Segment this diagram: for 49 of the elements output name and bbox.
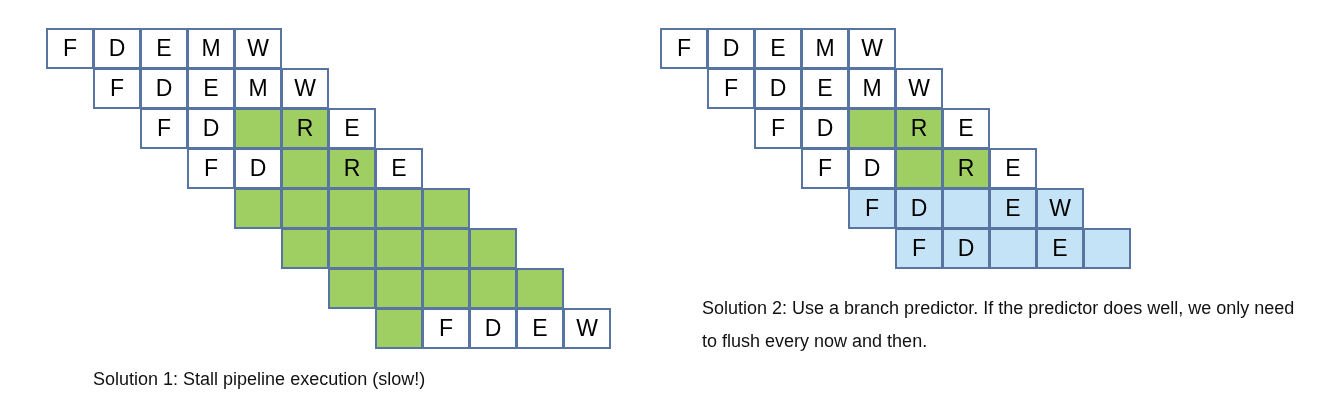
pipeline-stage-cell: W — [848, 28, 896, 69]
pipeline-stage-cell: E — [989, 188, 1037, 229]
pipeline-stage-cell: E — [328, 108, 376, 149]
pipeline-stage-cell: E — [942, 108, 990, 149]
pipeline-stage-cell: R — [328, 148, 376, 189]
pipeline-stage-cell: D — [848, 148, 896, 189]
pipeline-stage-cell: D — [801, 108, 849, 149]
pipeline-stage-cell: F — [46, 28, 94, 69]
pipeline-stage-cell: E — [801, 68, 849, 109]
pipeline-stage-cell: D — [942, 228, 990, 269]
pipeline-stage-cell: F — [422, 308, 470, 349]
pipeline-stage-cell: E — [989, 148, 1037, 189]
pipeline-stage-cell: W — [563, 308, 611, 349]
pipeline-stage-cell: M — [234, 68, 282, 109]
pipeline-stage-cell: E — [375, 148, 423, 189]
pipeline-stage-cell: M — [801, 28, 849, 69]
pipeline-stage-cell: E — [187, 68, 235, 109]
pipeline-stage-cell: R — [281, 108, 329, 149]
pipeline-stage-cell: M — [187, 28, 235, 69]
pipeline-stage-cell: D — [469, 308, 517, 349]
pipeline-stage-cell: D — [140, 68, 188, 109]
pipeline-stage-cell: D — [895, 188, 943, 229]
pipeline-stage-cell: E — [516, 308, 564, 349]
pipeline-stage-cell: F — [660, 28, 708, 69]
pipeline-stage-cell: F — [848, 188, 896, 229]
pipeline-stage-cell: D — [93, 28, 141, 69]
pipeline-stage-cell: F — [93, 68, 141, 109]
pipeline-stage-cell: M — [848, 68, 896, 109]
pipeline-stage-cell: F — [754, 108, 802, 149]
pipeline-stage-cell: W — [1036, 188, 1084, 229]
pipeline-stage-cell: E — [1036, 228, 1084, 269]
pipeline-stage-cell: R — [942, 148, 990, 189]
pipeline-stage-cell: W — [281, 68, 329, 109]
pipeline-stage-cell: F — [140, 108, 188, 149]
pipeline-stage-cell: F — [895, 228, 943, 269]
pipeline-stage-cell: F — [801, 148, 849, 189]
pipeline-stage-cell: D — [234, 148, 282, 189]
pipeline-stage-cell: E — [140, 28, 188, 69]
pipeline-stage-cell: D — [187, 108, 235, 149]
pipeline-stage-cell: D — [707, 28, 755, 69]
pipeline-stage-cell: F — [187, 148, 235, 189]
pipeline-stage-cell: R — [895, 108, 943, 149]
pipeline-stage-cell: F — [707, 68, 755, 109]
pipeline-stage-cell: E — [754, 28, 802, 69]
pipeline-stage-cell: W — [895, 68, 943, 109]
caption: Solution 2: Use a branch predictor. If the predictor does well, we only need to flush every now and then. — [702, 297, 1296, 353]
pipeline-stage-cell: W — [234, 28, 282, 69]
pipeline-stage-cell: D — [754, 68, 802, 109]
caption: Solution 1: Stall pipeline execution (slow!) — [93, 368, 427, 391]
